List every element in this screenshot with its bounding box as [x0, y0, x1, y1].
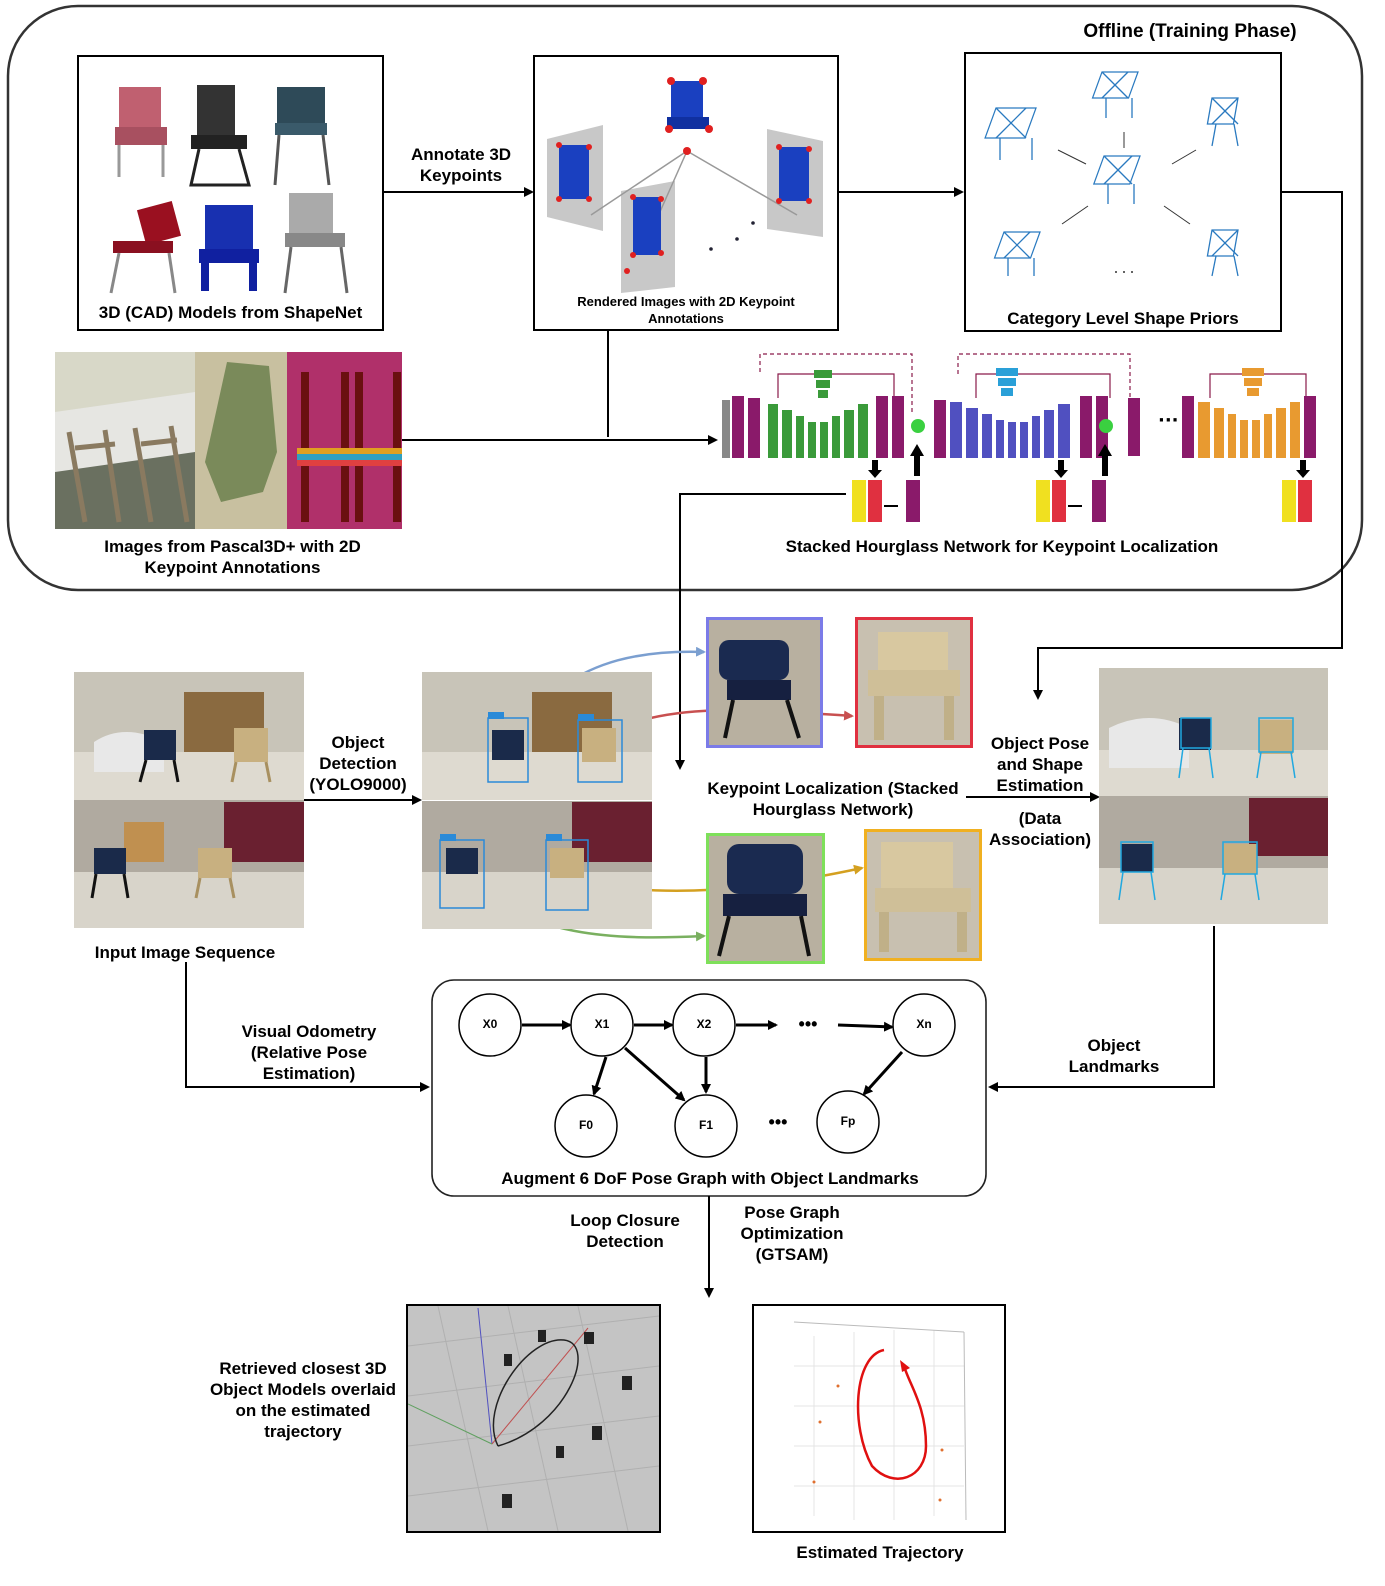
cad-models-label: 3D (CAD) Models from ShapeNet: [98, 303, 363, 322]
graph-ellipsis-bottom: •••: [768, 1112, 788, 1132]
node-f1: [674, 1094, 738, 1158]
crop-green: [706, 833, 825, 964]
node-x1: [570, 993, 634, 1057]
detection-frames-image: [422, 672, 652, 929]
retrieved-models-view: [406, 1304, 661, 1533]
visual-odometry-label: Visual Odometry (Relative Pose Estimatio…: [241, 1022, 377, 1083]
hourglass-label: Stacked Hourglass Network for Keypoint L…: [785, 537, 1219, 556]
hourglass-diagram: ···: [722, 353, 1316, 522]
node-x1-label: X1: [594, 1017, 610, 1031]
shape-priors-label: Category Level Shape Priors: [1007, 309, 1239, 328]
shape-priors-icon: [984, 71, 1239, 277]
estimated-trajectory-view: [752, 1304, 1006, 1533]
3d-trajectory-view: [408, 1306, 659, 1531]
pose-wireframe-frames: [1099, 668, 1328, 924]
crop-orange: [864, 829, 982, 961]
navy-chair-crop-2: [717, 844, 811, 957]
hourglass-network: ···: [718, 352, 1328, 530]
trajectory-plot: [793, 1321, 967, 1521]
pascal-label: Images from Pascal3D+ with 2D Keypoint A…: [104, 537, 361, 577]
rendered-images-label: Rendered Images with 2D Keypoint Annotat…: [577, 294, 795, 326]
input-images: [74, 672, 304, 928]
node-f0: [554, 1094, 618, 1158]
node-x2-label: X2: [696, 1017, 712, 1031]
svg-text:···: ···: [1158, 410, 1179, 431]
input-sequence-label: Input Image Sequence: [94, 943, 276, 962]
node-xn-label: Xn: [916, 1017, 932, 1031]
annotate-keypoints-label: Annotate 3D Keypoints: [410, 145, 512, 185]
estimated-trajectory-label: Estimated Trajectory: [796, 1543, 964, 1562]
node-fp-label: Fp: [840, 1114, 856, 1128]
beige-chair-crop-1: [868, 632, 960, 740]
navy-chair-crop-1: [719, 640, 801, 739]
keypoint-localization-label: Keypoint Localization (Stacked Hourglass…: [707, 779, 959, 819]
offline-frame: [6, 4, 1364, 592]
cad-models-box: 3D (CAD) Models from ShapeNet: [77, 55, 384, 331]
rendered-images-box: Rendered Images with 2D Keypoint Annotat…: [533, 55, 839, 331]
pose-graph-label: Augment 6 DoF Pose Graph with Object Lan…: [501, 1169, 919, 1188]
object-landmarks-label: Object Landmarks: [1068, 1036, 1160, 1076]
offline-title: Offline (Training Phase): [1083, 21, 1297, 42]
node-fp: [816, 1090, 880, 1154]
pose-estimation-images: [1099, 668, 1328, 924]
pose-shape-label: Object Pose and Shape Estimation: [990, 734, 1090, 795]
shape-priors-box: Category Level Shape Priors: [964, 52, 1282, 332]
node-f0-label: F0: [578, 1118, 593, 1132]
rendered-keypoints-icon: [547, 77, 823, 293]
input-frames-image: [74, 672, 304, 928]
detection-images: [422, 672, 652, 929]
object-detection-label: Object Detection (YOLO9000): [309, 733, 407, 794]
crop-red: [855, 617, 973, 748]
loop-closure-label: Loop Closure Detection: [570, 1211, 680, 1251]
node-xn: [892, 993, 956, 1057]
crop-blue: [706, 617, 823, 748]
graph-ellipsis-top: •••: [798, 1014, 818, 1034]
node-x2: [672, 993, 736, 1057]
chair-models-icon: [109, 85, 349, 294]
pascal-images: [55, 352, 402, 529]
node-f1-label: F1: [698, 1118, 713, 1132]
beige-chair-crop-2: [875, 842, 971, 952]
pose-graph-optimization-label: Pose Graph Optimization (GTSAM): [740, 1203, 844, 1264]
node-x0: [458, 993, 522, 1057]
data-association-label: (Data Association): [988, 809, 1092, 849]
pascal-chairs-image: [55, 352, 402, 529]
node-x0-label: X0: [482, 1017, 498, 1031]
retrieved-models-label: Retrieved closest 3D Object Models overl…: [209, 1359, 397, 1441]
